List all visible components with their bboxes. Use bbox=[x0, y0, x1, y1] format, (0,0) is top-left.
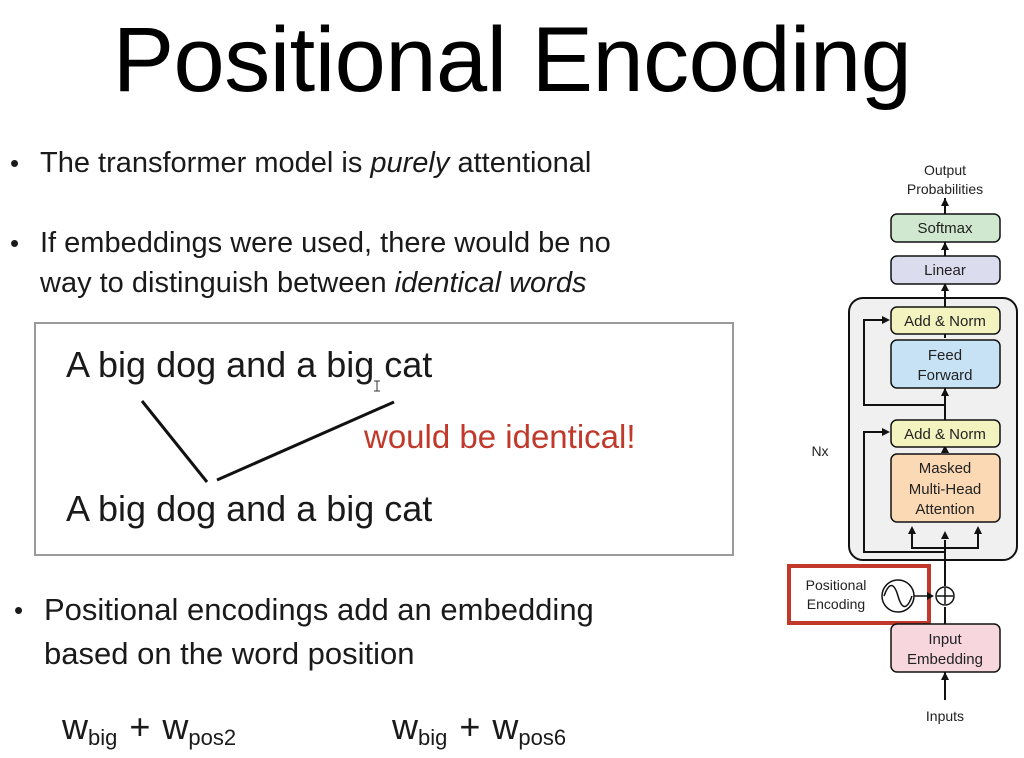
input-embedding-block bbox=[890, 623, 1001, 673]
masked-attention-block bbox=[890, 453, 1001, 523]
bullet-1-text-em: purely bbox=[370, 147, 450, 179]
slide-title: Positional Encoding bbox=[112, 9, 912, 111]
bullet-1-text-post: attentional bbox=[449, 147, 592, 179]
embed-label-2: Embedding bbox=[907, 651, 983, 668]
bullet-2-line-1: If embeddings were used, there would be … bbox=[40, 227, 611, 259]
formula-1-plus: + bbox=[129, 706, 151, 747]
bullet-2: • If embeddings were used, there would b… bbox=[10, 223, 611, 303]
formula-2-base: w bbox=[392, 706, 418, 747]
identical-note: would be identical! bbox=[364, 418, 636, 455]
formula-1-base-sub: big bbox=[88, 725, 118, 750]
output-label-1: Output bbox=[924, 162, 966, 178]
bullet-2-line-2-em: identical words bbox=[394, 267, 587, 299]
bullet-2-line-2: way to distinguish between identical wor… bbox=[40, 263, 611, 303]
attention-label-3: Attention bbox=[915, 501, 974, 518]
feed-forward-block bbox=[890, 339, 1001, 389]
formula-2-plus: + bbox=[459, 706, 481, 747]
formula-pos2: wbig+wpos2 bbox=[62, 706, 236, 751]
attention-label-2: Multi-Head bbox=[909, 481, 982, 498]
attention-label-1: Masked bbox=[919, 460, 972, 477]
formula-1-pos-sub: pos2 bbox=[188, 725, 237, 750]
bullet-1-text-pre: The transformer model is bbox=[40, 147, 371, 179]
bullet-dot: • bbox=[14, 595, 24, 625]
nx-label: Nx bbox=[811, 443, 828, 459]
embed-label-1: Input bbox=[928, 631, 962, 648]
sentence-top: A big dog and a big cat bbox=[66, 344, 433, 385]
feed-forward-label-1: Feed bbox=[928, 347, 962, 364]
bullet-3-line-1: Positional encodings add an embedding bbox=[44, 592, 594, 627]
formula-2-pos: w bbox=[492, 706, 519, 747]
add-norm-top-label: Add & Norm bbox=[904, 313, 986, 330]
connector-lines bbox=[140, 380, 395, 483]
feed-forward-label-2: Forward bbox=[917, 367, 972, 384]
formula-pos6: wbig+wpos6 bbox=[392, 706, 566, 751]
formula-2-base-sub: big bbox=[418, 725, 448, 750]
bullet-dot: • bbox=[10, 228, 20, 258]
pos-enc-label-1: Positional bbox=[806, 577, 867, 593]
add-norm-bottom-block bbox=[890, 419, 1001, 448]
transformer-diagram: Output Probabilities Nx Softmax Linear A… bbox=[787, 162, 1018, 724]
pos-enc-label-2: Encoding bbox=[807, 596, 865, 612]
add-norm-top-block bbox=[890, 306, 1001, 335]
formula-1-pos: w bbox=[162, 706, 189, 747]
bullet-1: • The transformer model is purely attent… bbox=[10, 143, 592, 183]
sentence-bottom: A big dog and a big cat bbox=[66, 488, 433, 529]
linear-block bbox=[890, 255, 1001, 285]
example-box bbox=[34, 322, 734, 556]
bullet-2-line-2-pre: way to distinguish between bbox=[40, 267, 395, 299]
output-label-2: Probabilities bbox=[907, 181, 983, 197]
formula-2-pos-sub: pos6 bbox=[518, 725, 567, 750]
add-norm-bottom-label: Add & Norm bbox=[904, 426, 986, 443]
sine-wave-curve bbox=[883, 584, 913, 608]
inputs-label: Inputs bbox=[926, 708, 964, 724]
formula-1-base: w bbox=[62, 706, 88, 747]
residual-connection-1 bbox=[863, 431, 945, 553]
softmax-label: Softmax bbox=[917, 220, 973, 237]
connector-line-right bbox=[216, 400, 395, 482]
linear-label: Linear bbox=[924, 262, 966, 279]
bullet-3: • Positional encodings add an embedding … bbox=[14, 588, 594, 676]
bullet-3-line-2: based on the word position bbox=[44, 636, 415, 671]
connector-line-left bbox=[140, 400, 209, 483]
text-cursor-icon bbox=[374, 380, 380, 392]
softmax-block bbox=[890, 213, 1001, 243]
residual-connection-2 bbox=[863, 319, 945, 406]
bullet-dot: • bbox=[10, 148, 20, 178]
